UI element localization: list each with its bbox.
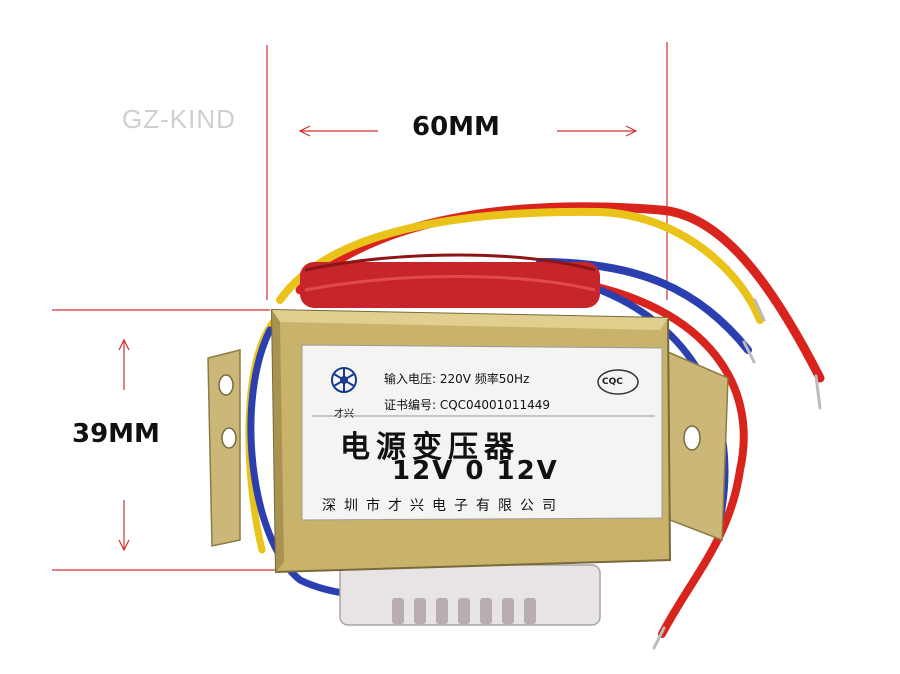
dimension-lines [52, 42, 668, 571]
output-voltage-text: 12V 0 12V [392, 456, 559, 486]
nameplate-title: 电源变压器 [340, 430, 520, 465]
input-spec-text: 输入电压: 220V 频率50Hz [384, 372, 530, 386]
coil-top [300, 253, 600, 308]
height-dimension-label: 39MM [72, 419, 160, 449]
cqc-cert-mark-icon [597, 369, 639, 395]
cqc-mark-label: CQC [602, 377, 623, 387]
logo-caption: 才兴 [334, 409, 354, 420]
nameplate-background [301, 344, 663, 521]
watermark: GZ-KIND [122, 104, 236, 134]
manufacturer-text: 深圳市才兴电子有限公司 [322, 498, 564, 514]
brand-logo-icon [331, 367, 357, 393]
certificate-number-text: 证书编号: CQC04001011449 [384, 398, 551, 412]
bobbin-base [339, 564, 601, 626]
mounting-bracket [207, 349, 729, 547]
width-dimension-label: 60MM [412, 112, 500, 142]
